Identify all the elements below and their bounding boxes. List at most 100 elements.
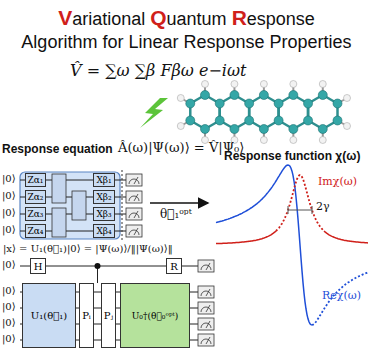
- carbon: [186, 116, 195, 125]
- carbon: [304, 116, 313, 125]
- gate-box: Zα₂: [25, 190, 46, 204]
- carbon: [259, 125, 268, 134]
- label: |x⟩ = U₁(θ⃗₁)|0⟩ = |Ψ(ω)⟩/‖|Ψ(ω)⟩‖: [3, 243, 173, 255]
- gate-box: Pⱼ: [101, 283, 116, 348]
- hydrogen: [344, 95, 351, 102]
- meter: [126, 225, 142, 237]
- gate-box: Zα₁: [25, 173, 46, 187]
- pentacene-molecule: [177, 81, 350, 144]
- re-curve: [216, 165, 312, 325]
- gate-label: Zα₂: [28, 192, 44, 202]
- carbon: [274, 116, 283, 125]
- gate-label: U₀†(θ⃗₀ᵒᵖᵗ): [132, 311, 178, 321]
- label: Response equation: [2, 143, 113, 157]
- carbon: [215, 99, 224, 108]
- carbon: [318, 125, 327, 134]
- carbon: [245, 116, 254, 125]
- carbon: [215, 116, 224, 125]
- label: |0⟩: [2, 190, 16, 202]
- label: |0⟩: [2, 285, 16, 297]
- meter-needle: [206, 289, 210, 296]
- gate-label: U₁(θ⃗₁): [31, 310, 67, 321]
- hydrogen: [260, 81, 267, 88]
- carbon: [333, 99, 342, 108]
- gate-box: Xβ₁: [93, 173, 115, 187]
- carbon: [201, 125, 210, 134]
- carbon: [259, 91, 268, 100]
- title: Variational Quantum ResponseAlgorithm fo…: [0, 6, 373, 54]
- gate-label: Xβ₂: [96, 192, 111, 202]
- carbon: [201, 91, 210, 100]
- hydrogen: [177, 95, 184, 102]
- meters: [126, 174, 214, 346]
- label: |0⟩: [2, 317, 16, 329]
- label: |0⟩: [2, 173, 16, 185]
- hydrogen: [290, 137, 297, 144]
- label: |0⟩: [2, 224, 16, 236]
- wires: [20, 180, 198, 340]
- carbon: [333, 116, 342, 125]
- label: |0⟩: [2, 333, 16, 345]
- hydrogen: [202, 81, 209, 88]
- gate-label: Zα₃: [28, 209, 44, 219]
- carbon: [245, 99, 254, 108]
- hydrogen: [231, 81, 238, 88]
- label: Reχ(ω): [322, 290, 361, 303]
- gate-box: Zα₃: [25, 207, 46, 221]
- meter: [198, 286, 214, 298]
- response-plot: [216, 165, 368, 325]
- label: Response function χ(ω): [224, 150, 360, 164]
- re-curve-dotted: [312, 272, 368, 325]
- meter-needle: [206, 263, 210, 270]
- lightning: [140, 98, 168, 128]
- gate-label: Zα₄: [28, 226, 44, 236]
- two-qubit-gates: [52, 174, 86, 237]
- gate-box: Zα₄: [25, 224, 46, 238]
- meter-needle: [206, 305, 210, 312]
- separator: [122, 170, 123, 240]
- meter-needle: [206, 337, 210, 344]
- label: |0⟩: [2, 207, 16, 219]
- label: |0⟩: [2, 259, 16, 271]
- im-curve: [216, 231, 276, 244]
- carbon: [230, 125, 239, 134]
- meter-needle: [134, 177, 138, 184]
- gate-label: Xβ₁: [96, 175, 111, 185]
- control-dot: [95, 263, 101, 269]
- carbon: [289, 91, 298, 100]
- gate-box: Pᵢ: [79, 283, 94, 348]
- gate-box: U₀†(θ⃗₀ᵒᵖᵗ): [120, 283, 190, 348]
- meter: [198, 302, 214, 314]
- width-marker: [288, 210, 312, 211]
- meter-needle: [206, 321, 210, 328]
- gate-box: Xβ₃: [93, 207, 115, 221]
- gate-label: Xβ₄: [96, 226, 111, 236]
- label: V̂ = ∑ω ∑β Fβω e−iωt: [70, 62, 246, 80]
- hydrogen: [177, 123, 184, 130]
- gate-label: R: [170, 261, 178, 272]
- gate-box: Xβ₂: [93, 190, 115, 204]
- label: Imχ(ω): [318, 176, 357, 189]
- im-curve-tail: [324, 231, 368, 243]
- carbon: [186, 99, 195, 108]
- width-tick: [288, 206, 289, 214]
- optimization-arrow: [150, 202, 208, 204]
- width-tick: [312, 206, 313, 214]
- hydrogen: [319, 137, 326, 144]
- meter: [198, 260, 214, 272]
- gate-label: Xβ₃: [96, 209, 111, 219]
- carbon: [304, 99, 313, 108]
- label: 2γ: [316, 201, 330, 214]
- gate-box: R: [166, 258, 182, 274]
- hydrogen: [260, 137, 267, 144]
- label: |0⟩: [2, 301, 16, 313]
- meter-needle: [134, 194, 138, 201]
- meter: [198, 334, 214, 346]
- meter: [198, 318, 214, 330]
- hydrogen: [290, 81, 297, 88]
- gate-box: Xβ₄: [93, 224, 115, 238]
- gate-label: Pⱼ: [104, 310, 113, 321]
- ansatz-region: [20, 172, 120, 239]
- gate-label: Zα₁: [28, 175, 44, 185]
- meter: [126, 191, 142, 203]
